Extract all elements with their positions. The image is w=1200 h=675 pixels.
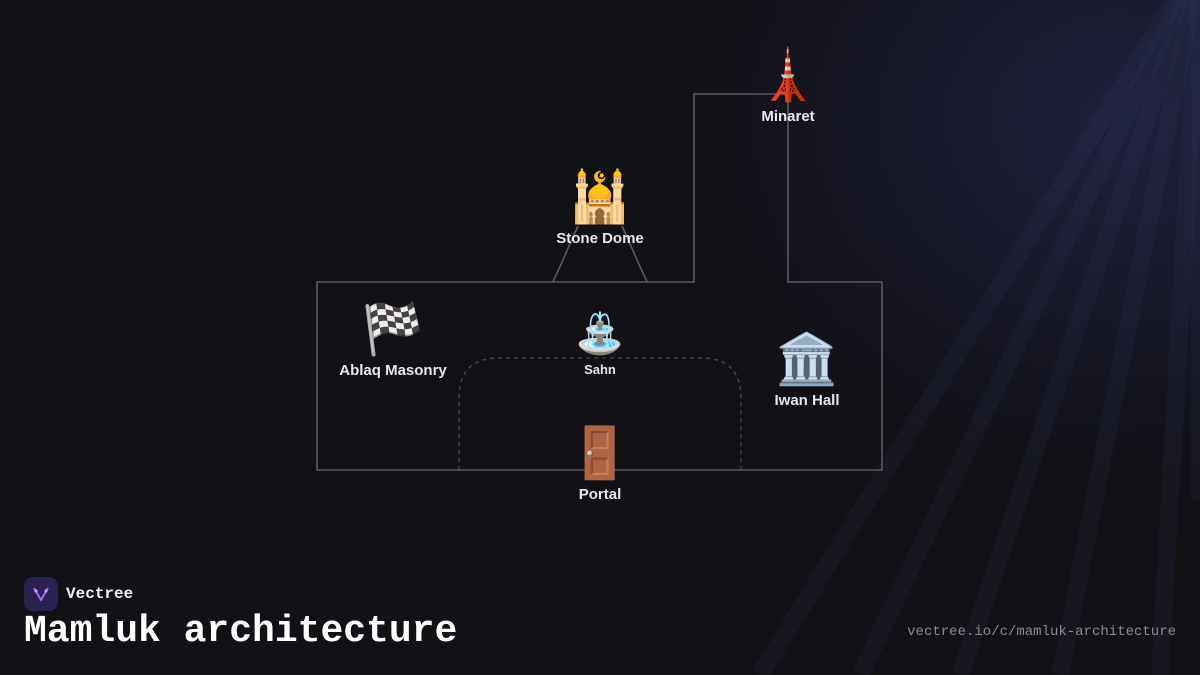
checkered-flag-icon: 🏁 bbox=[361, 300, 425, 358]
node-label: Sahn bbox=[584, 362, 616, 377]
classical-building-icon: 🏛️ bbox=[775, 330, 839, 388]
page-title: Mamluk architecture bbox=[24, 610, 458, 653]
node-label: Stone Dome bbox=[556, 230, 644, 247]
node-sahn: ⛲ Sahn bbox=[575, 314, 625, 377]
fountain-icon: ⛲ bbox=[575, 311, 625, 357]
brand[interactable]: Vectree bbox=[24, 577, 133, 611]
page-url[interactable]: vectree.io/c/mamluk-architecture bbox=[907, 624, 1176, 640]
node-label: Ablaq Masonry bbox=[339, 362, 447, 379]
building-outline bbox=[316, 93, 883, 471]
brand-name: Vectree bbox=[66, 585, 134, 603]
node-minaret: 🗼 Minaret bbox=[757, 50, 819, 125]
dome-connector bbox=[552, 225, 648, 283]
node-label: Iwan Hall bbox=[774, 392, 840, 409]
mosque-icon: 🕌 bbox=[568, 168, 632, 226]
node-ablaq-masonry: 🏁 Ablaq Masonry bbox=[339, 304, 447, 379]
tower-icon: 🗼 bbox=[756, 46, 820, 104]
node-stone-dome: 🕌 Stone Dome bbox=[556, 172, 644, 247]
node-label: Portal bbox=[578, 486, 622, 503]
node-iwan-hall: 🏛️ Iwan Hall bbox=[774, 334, 839, 409]
courtyard-outline bbox=[458, 357, 742, 470]
door-icon: 🚪 bbox=[568, 424, 632, 482]
node-portal: 🚪 Portal bbox=[569, 428, 631, 503]
node-label: Minaret bbox=[761, 108, 815, 125]
vectree-logo-icon bbox=[24, 577, 58, 611]
